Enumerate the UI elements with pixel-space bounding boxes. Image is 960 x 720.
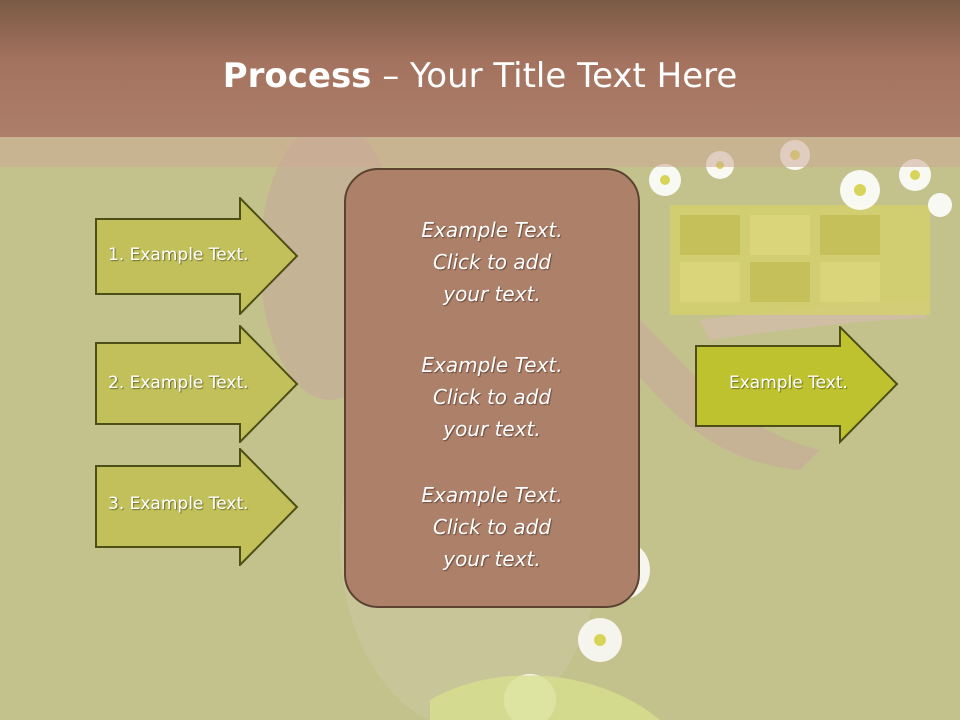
title-strip [0, 137, 960, 167]
process-arrow-1[interactable]: 1. Example Text. [95, 197, 300, 315]
title-bar [0, 0, 960, 137]
process-arrow-3[interactable]: 3. Example Text. [95, 448, 300, 566]
process-arrow-2[interactable]: 2. Example Text. [95, 325, 300, 443]
slide-title[interactable]: Process – Your Title Text Here [0, 50, 960, 102]
center-paragraph-3-line-3: your text. [443, 547, 541, 571]
center-paragraph-3-line-1: Example Text. [421, 483, 563, 507]
process-arrow-2-label: 2. Example Text. [108, 373, 249, 393]
center-paragraph-3: Example Text. Click to add your text. [346, 479, 638, 575]
center-paragraph-3-line-2: Click to add [432, 515, 552, 539]
process-arrow-3-label: 3. Example Text. [108, 494, 249, 514]
center-paragraph-2: Example Text. Click to add your text. [346, 349, 638, 445]
center-paragraph-2-line-2: Click to add [432, 385, 552, 409]
center-paragraph-1-line-3: your text. [443, 282, 541, 306]
process-arrow-1-label: 1. Example Text. [108, 245, 249, 265]
center-paragraph-2-line-3: your text. [443, 417, 541, 441]
result-arrow-label: Example Text. [729, 373, 848, 393]
result-arrow[interactable]: Example Text. [695, 326, 900, 444]
center-paragraph-1-line-1: Example Text. [421, 218, 563, 242]
slide-title-rest: – Your Title Text Here [371, 56, 738, 96]
center-paragraph-1-line-2: Click to add [432, 250, 552, 274]
slide-title-bold: Process [222, 56, 372, 96]
center-paragraph-1: Example Text. Click to add your text. [346, 214, 638, 310]
center-paragraph-2-line-1: Example Text. [421, 353, 563, 377]
center-text-box[interactable]: Example Text. Click to add your text. Ex… [344, 168, 640, 608]
